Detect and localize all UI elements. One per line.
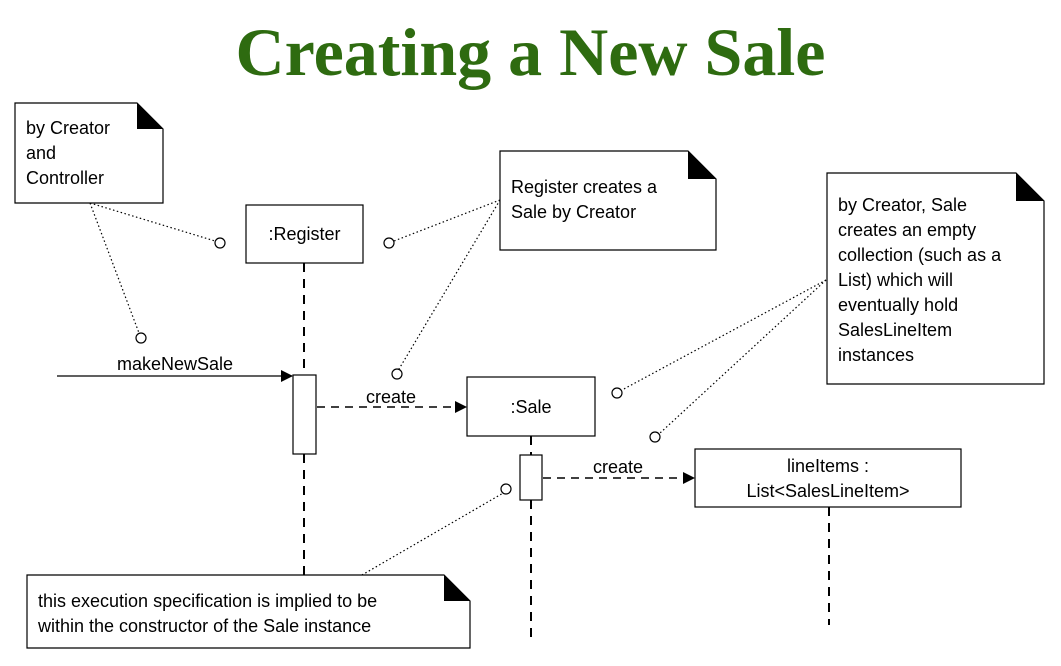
register-label: :Register [268,224,340,244]
note-sale-creates-line-5: eventually hold [838,295,958,315]
register-activation-bar [292,374,317,455]
note-creator-controller-line-2: and [26,143,56,163]
note-execution-spec-line-2: within the constructor of the Sale insta… [37,616,371,636]
make-new-sale-message: makeNewSale [57,354,293,382]
line-items-lifeline-head: lineItems : List<SalesLineItem> [694,448,962,508]
create-list-message: create [543,457,695,484]
note-creator-controller-line-3: Controller [26,168,104,188]
note-sale-creates-line-6: SalesLineItem [838,320,952,340]
line-items-label-2: List<SalesLineItem> [746,481,909,501]
note-sale-creates-line-2: creates an empty [838,220,976,240]
sale-lifeline-head: :Sale [466,376,596,437]
make-new-sale-label: makeNewSale [117,354,233,374]
create-sale-label: create [366,387,416,407]
note-register-creates: Register creates a Sale by Creator [499,150,717,251]
note-creator-controller: by Creator and Controller [14,102,164,204]
register-lifeline-head: :Register [245,204,364,264]
note-register-creates-line-2: Sale by Creator [511,202,636,222]
note-sale-creates: by Creator, Sale creates an empty collec… [826,172,1045,385]
sale-label: :Sale [510,397,551,417]
note-connectors [89,199,827,576]
sale-activation-bar [519,454,543,501]
note-sale-creates-line-3: collection (such as a [838,245,1002,265]
note-execution-spec-line-1: this execution specification is implied … [38,591,377,611]
line-items-label-1: lineItems : [787,456,869,476]
note-sale-creates-line-1: by Creator, Sale [838,195,967,215]
note-register-creates-line-1: Register creates a [511,177,658,197]
slide-title: Creating a New Sale [235,14,826,90]
connector-ends [135,237,661,495]
note-execution-spec: this execution specification is implied … [26,574,471,649]
create-sale-message: create [317,387,467,413]
note-creator-controller-line-1: by Creator [26,118,110,138]
create-list-label: create [593,457,643,477]
note-sale-creates-line-7: instances [838,345,914,365]
note-sale-creates-line-4: List) which will [838,270,953,290]
